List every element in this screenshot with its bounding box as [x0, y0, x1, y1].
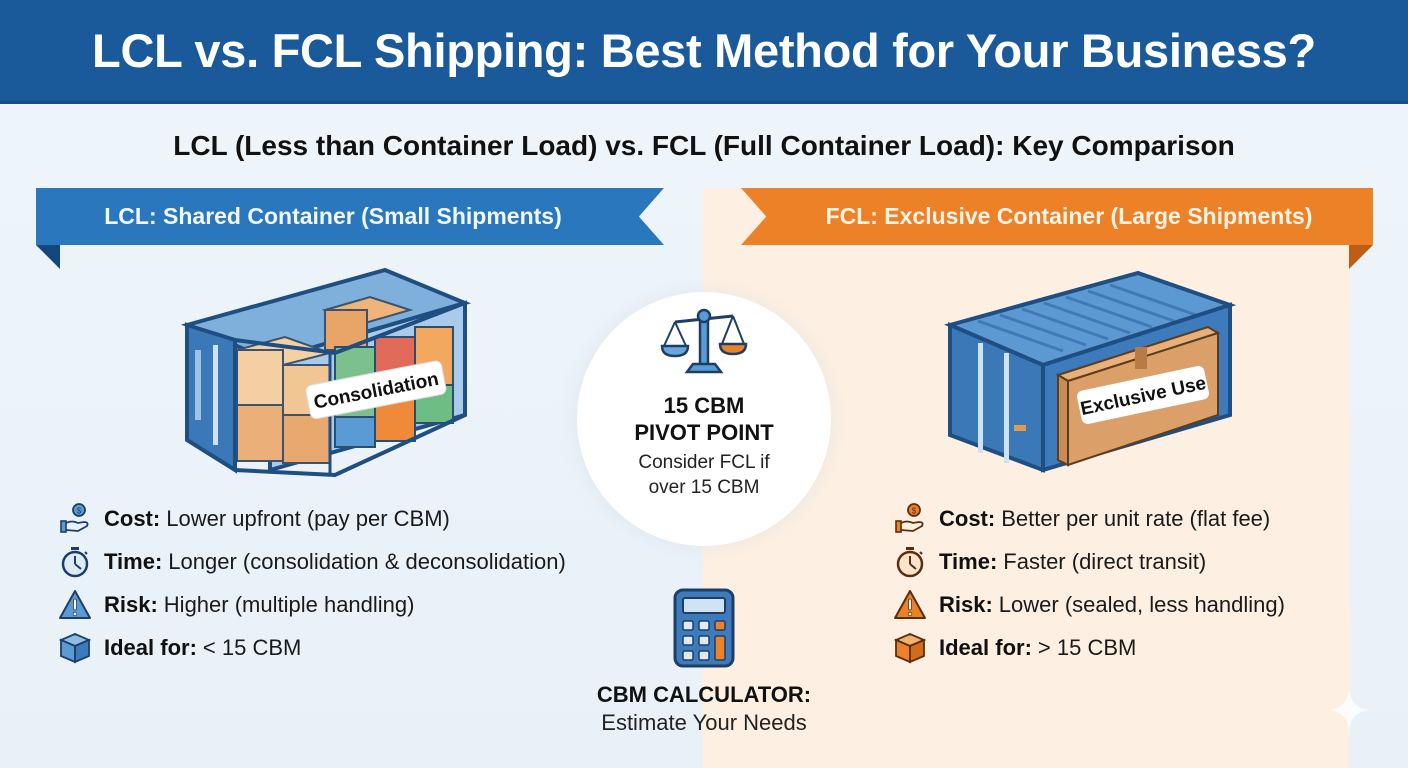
pivot-desc-line1: Consider FCL if [638, 452, 770, 473]
calculator-icon [673, 588, 735, 668]
pivot-point-circle: 15 CBM PIVOT POINT Consider FCL if over … [577, 292, 831, 546]
feature-label: Risk: [104, 591, 158, 617]
calculator-title: CBM CALCULATOR: [596, 682, 812, 707]
lcl-ribbon: LCL: Shared Container (Small Shipments) [36, 188, 664, 245]
feature-label: Risk: [939, 591, 993, 617]
feature-value: Lower (sealed, less handling) [998, 591, 1285, 617]
header-banner: LCL vs. FCL Shipping: Best Method for Yo… [0, 0, 1408, 104]
exclusive-container-icon: Exclusive Use [943, 270, 1237, 473]
feature-value: Lower upfront (pay per CBM) [166, 505, 450, 531]
lcl-ribbon-label: LCL: Shared Container (Small Shipments) [104, 203, 562, 229]
fcl-ribbon-fold [1349, 245, 1373, 269]
stopwatch-icon [896, 546, 924, 577]
pivot-title: 15 CBM PIVOT POINT [577, 392, 831, 446]
box-icon [893, 632, 927, 663]
fcl-ribbon: FCL: Exclusive Container (Large Shipment… [741, 188, 1373, 245]
fcl-feature-risk: Risk: Lower (sealed, less handling) [893, 583, 1285, 626]
fcl-feature-time: Time: Faster (direct transit) [893, 540, 1285, 583]
svg-text:$: $ [77, 506, 82, 515]
fcl-feature-cost: $ Cost: Better per unit rate (flat fee) [893, 497, 1285, 540]
feature-value: Faster (direct transit) [1003, 548, 1207, 574]
feature-value: Better per unit rate (flat fee) [1001, 505, 1271, 531]
fcl-feature-list: $ Cost: Better per unit rate (flat fee) … [893, 497, 1285, 669]
pivot-title-line2: PIVOT POINT [634, 420, 774, 445]
fcl-ribbon-label: FCL: Exclusive Container (Large Shipment… [825, 203, 1313, 229]
feature-value: < 15 CBM [202, 634, 302, 660]
page-title: LCL vs. FCL Shipping: Best Method for Yo… [92, 24, 1316, 77]
feature-label: Time: [104, 548, 163, 574]
feature-value: Higher (multiple handling) [163, 591, 415, 617]
svg-text:$: $ [912, 506, 917, 515]
fcl-feature-ideal: Ideal for: > 15 CBM [893, 626, 1285, 669]
balance-scale-icon [660, 308, 748, 374]
feature-label: Cost: [104, 505, 161, 531]
shared-container-icon: Consolidation [180, 267, 472, 478]
feature-label: Ideal for: [104, 634, 197, 660]
hand-coin-icon: $ [895, 502, 924, 533]
lcl-container-illustration: Consolidation [175, 265, 475, 478]
fcl-container-illustration: Exclusive Use [938, 265, 1238, 477]
feature-label: Time: [939, 548, 998, 574]
warning-icon [59, 589, 91, 619]
pivot-description: Consider FCL if over 15 CBM [577, 450, 831, 500]
warning-icon [894, 589, 926, 619]
lcl-feature-time: Time: Longer (consolidation & deconsolid… [58, 540, 566, 583]
box-icon [58, 632, 92, 663]
pivot-desc-line2: over 15 CBM [648, 477, 760, 498]
lcl-ribbon-fold [36, 245, 60, 269]
lcl-feature-list: $ Cost: Lower upfront (pay per CBM) Time… [58, 497, 566, 669]
lcl-feature-cost: $ Cost: Lower upfront (pay per CBM) [58, 497, 566, 540]
feature-label: Ideal for: [939, 634, 1032, 660]
feature-value: Longer (consolidation & deconsolidation) [168, 548, 566, 574]
calculator-subtitle: Estimate Your Needs [601, 710, 807, 735]
lcl-feature-risk: Risk: Higher (multiple handling) [58, 583, 566, 626]
pivot-title-line1: 15 CBM [663, 393, 745, 418]
sparkle-icon [1329, 690, 1369, 730]
lcl-feature-ideal: Ideal for: < 15 CBM [58, 626, 566, 669]
stopwatch-icon [61, 546, 89, 577]
feature-label: Cost: [939, 505, 996, 531]
hand-coin-icon: $ [60, 502, 89, 533]
feature-value: > 15 CBM [1037, 634, 1137, 660]
comparison-subtitle: LCL (Less than Container Load) vs. FCL (… [173, 130, 1235, 161]
